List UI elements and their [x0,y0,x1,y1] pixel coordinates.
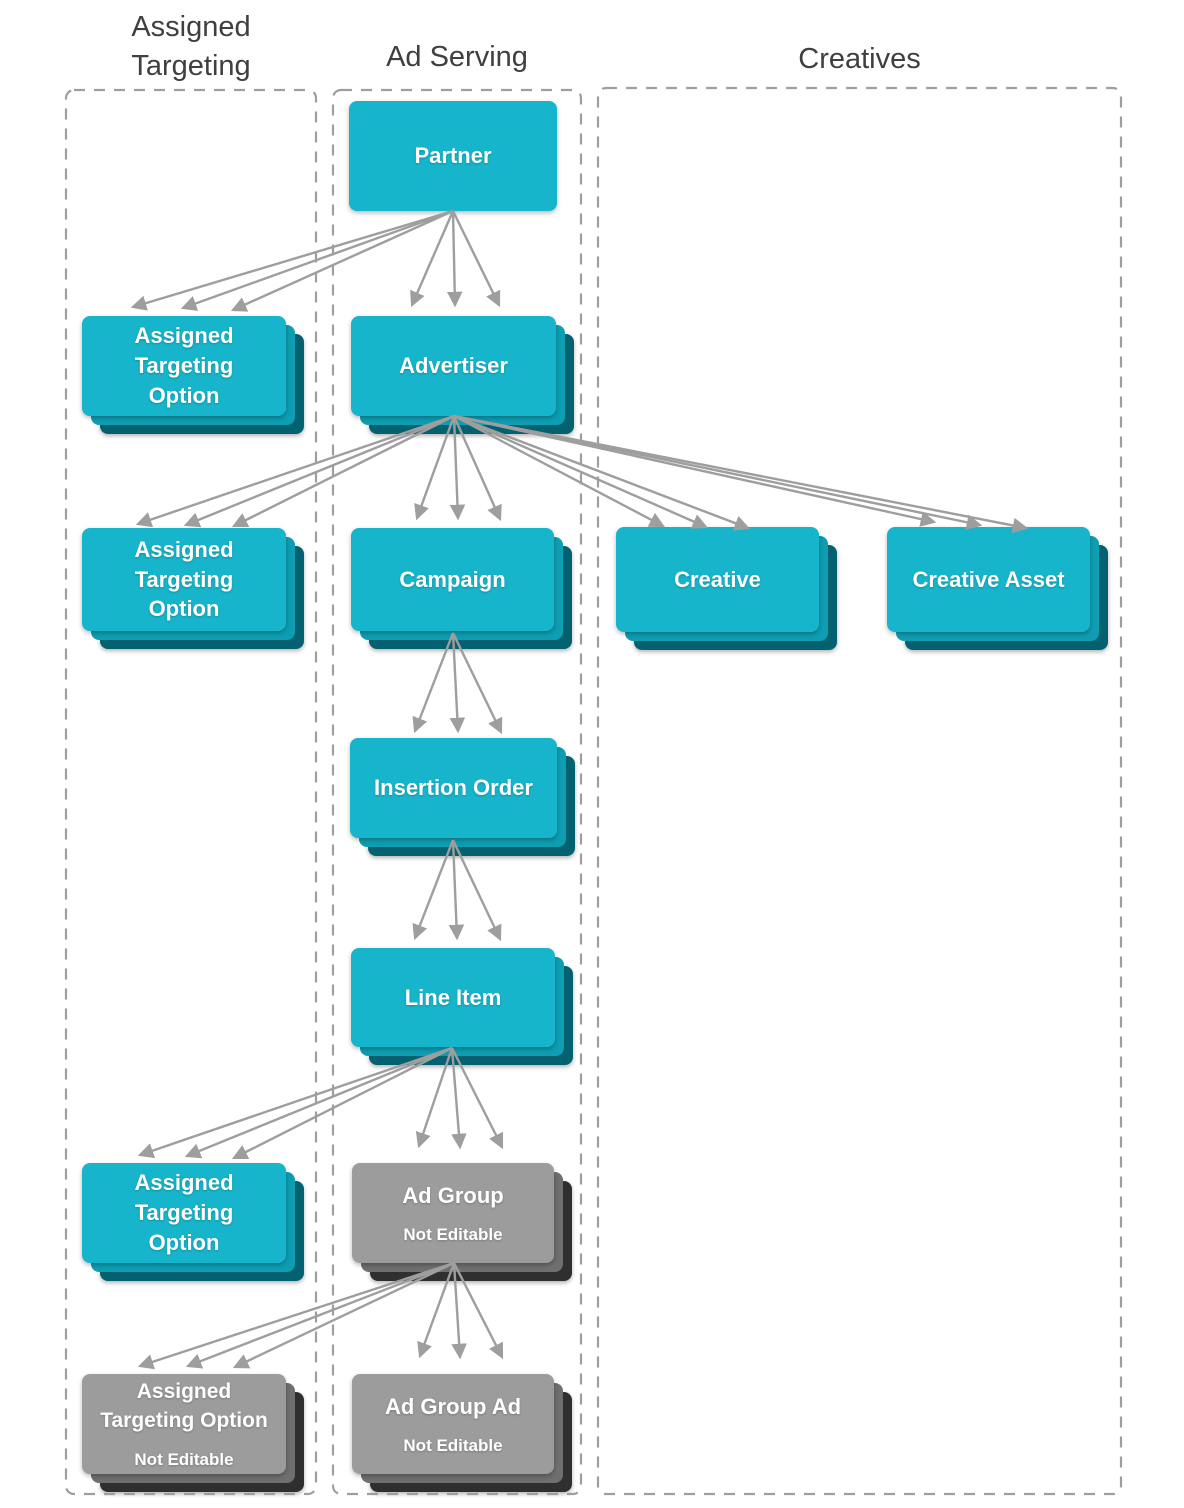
node-face: Campaign [351,528,554,631]
column-header-label: Assigned Targeting [131,11,251,82]
node-label: Assigned Targeting Option [100,1380,268,1432]
node-face: Ad Group Ad Not Editable [352,1374,554,1474]
node-label: Assigned Targeting Option [134,1170,234,1255]
node-ad-group-ad: Ad Group Ad Not Editable [352,1374,554,1474]
node-partner: Partner [349,101,557,211]
column-header-label: Creatives [798,43,921,75]
column-header-assigned-targeting: Assigned Targeting [66,8,316,86]
edge-partner-to-advertiser [446,210,463,308]
node-face: Advertiser [351,316,556,416]
node-creative-asset: Creative Asset [887,527,1090,632]
node-insertion-order-label: Insertion Order [374,775,533,801]
node-partner-label: Partner [414,143,492,169]
node-line-item-label: Line Item [404,984,502,1010]
assigned-targeting-column-border [64,88,318,1496]
creatives-column-border [596,86,1123,1496]
node-creative-asset-label: Creative Asset [912,566,1065,592]
node-partner-face: Partner [349,101,557,211]
node-face: Creative [616,527,819,632]
node-assigned-targeting-option-partner: Assigned Targeting Option [82,316,286,416]
edge-partner-to-advertiser [410,210,455,308]
node-face: Insertion Order [350,738,557,838]
node-sublabel: Not Editable [134,1449,234,1469]
node-ad-group-ad-sublabel: Not Editable [403,1436,503,1456]
node-face: Ad Group Not Editable [352,1163,554,1263]
node-label: Assigned Targeting Option [134,323,234,408]
node-face: Assigned Targeting Option [82,528,286,631]
node-advertiser-label: Advertiser [399,353,508,379]
edge-partner-to-advertiser [451,210,501,308]
node-face: Creative Asset [887,527,1090,632]
node-creative-label: Creative [674,566,761,592]
node-campaign-label: Campaign [399,566,506,592]
column-header-ad-serving: Ad Serving [333,38,581,77]
node-face: Assigned Targeting Option Not Editable [82,1374,286,1474]
edge-partner-to-assigned-targeting-option-partner [130,209,454,311]
column-header-creatives: Creatives [598,40,1121,79]
node-ad-group-label: Ad Group [402,1182,504,1208]
node-campaign: Campaign [351,528,554,631]
node-face: Assigned Targeting Option [82,316,286,416]
node-ad-group-sublabel: Not Editable [403,1225,503,1245]
node-ad-group: Ad Group Not Editable [352,1163,554,1263]
node-insertion-order: Insertion Order [350,738,557,838]
node-advertiser: Advertiser [351,316,556,416]
node-assigned-targeting-option-line-item: Assigned Targeting Option [82,1163,286,1263]
node-assigned-targeting-option-not-editable: Assigned Targeting Option Not Editable [82,1374,286,1474]
node-ad-group-ad-label: Ad Group Ad [384,1393,522,1419]
node-assigned-targeting-option-advertiser: Assigned Targeting Option [82,528,286,631]
node-face: Line Item [351,948,555,1047]
column-header-label: Ad Serving [386,41,528,73]
node-line-item: Line Item [351,948,555,1047]
edge-partner-to-assigned-targeting-option-partner [180,209,454,311]
node-face: Assigned Targeting Option [82,1163,286,1263]
node-creative: Creative [616,527,819,632]
edge-partner-to-assigned-targeting-option-partner [230,209,454,312]
node-label: Assigned Targeting Option [134,536,234,622]
